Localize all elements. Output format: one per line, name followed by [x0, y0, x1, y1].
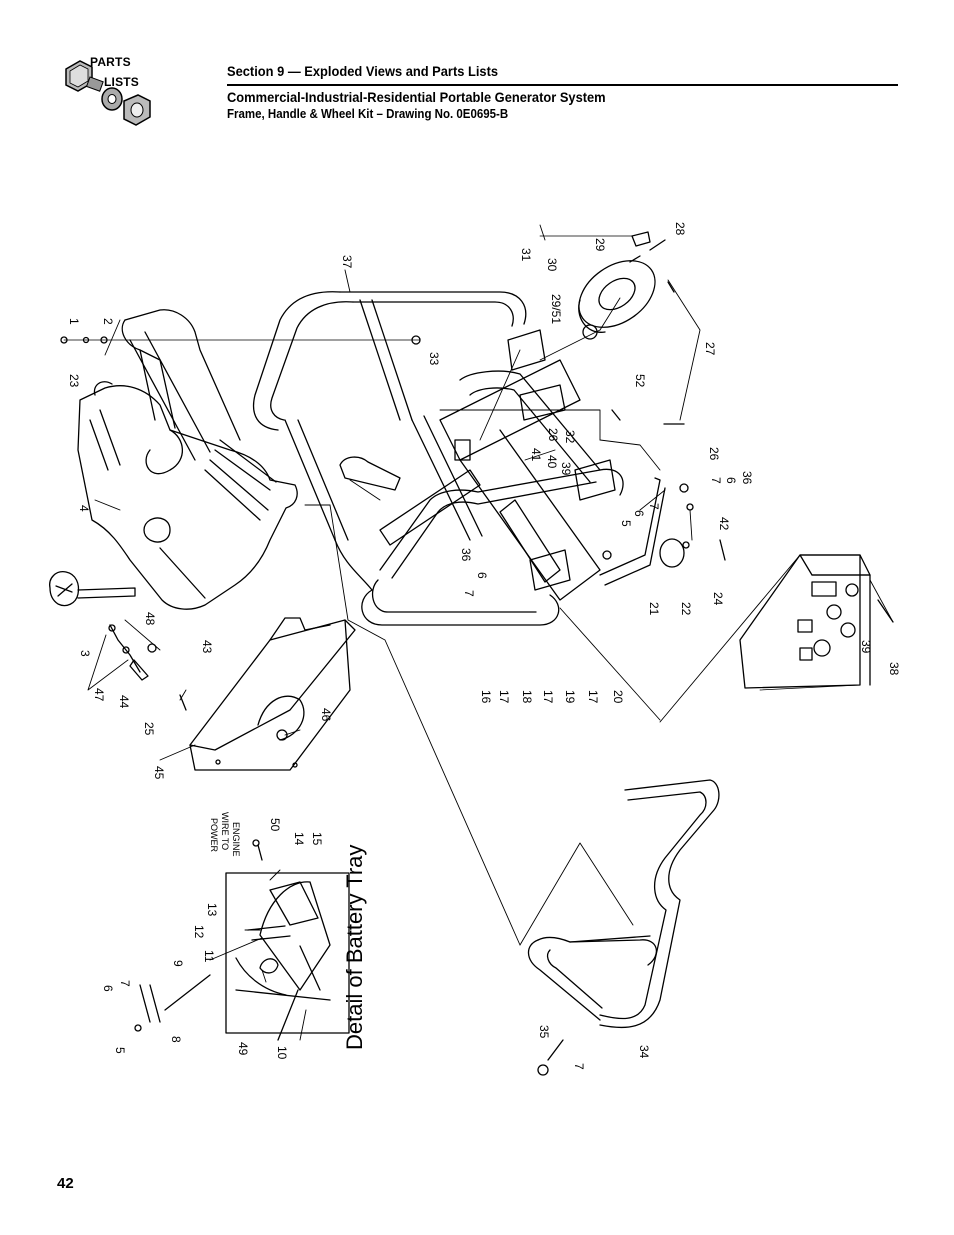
- callout-47: 47: [92, 688, 106, 702]
- callout-10: 10: [275, 1046, 289, 1060]
- callout-13: 13: [205, 903, 219, 917]
- power-note-line-2: WIRE TO: [220, 812, 230, 850]
- callout-6-a: 6: [724, 477, 738, 484]
- callout-6-b: 6: [632, 510, 646, 517]
- callout-11: 11: [202, 950, 216, 963]
- callout-20: 20: [611, 690, 625, 704]
- callout-44: 44: [117, 695, 131, 709]
- mount-foot: [599, 477, 726, 586]
- callout-42: 42: [717, 517, 731, 531]
- power-note-line-1: POWER: [209, 818, 219, 853]
- callout-17-c: 17: [586, 690, 600, 704]
- parts-lists-logo: PARTS LISTS: [60, 55, 160, 135]
- callout-17-b: 17: [541, 690, 555, 704]
- callout-7-d: 7: [118, 980, 132, 987]
- callout-28: 28: [673, 222, 687, 236]
- callout-22: 22: [679, 602, 693, 616]
- callout-15: 15: [310, 832, 324, 846]
- callout-17-a: 17: [497, 690, 511, 704]
- callout-29: 29: [593, 238, 607, 252]
- tank-fittings: [60, 335, 421, 711]
- callout-27: 27: [703, 342, 717, 356]
- callout-3: 3: [78, 650, 92, 657]
- document-subtitle: Frame, Handle & Wheel Kit – Drawing No. …: [227, 107, 509, 121]
- detail-title: Detail of Battery Tray: [342, 845, 367, 1050]
- callout-21: 21: [647, 602, 661, 616]
- callout-2: 2: [101, 318, 115, 325]
- callout-36-a: 36: [740, 471, 754, 485]
- page-number: 42: [57, 1175, 74, 1192]
- nut-bolt-washer-icon: [65, 60, 151, 126]
- callout-14: 14: [292, 832, 306, 846]
- callout-50: 50: [268, 818, 282, 832]
- callout-7-a: 7: [709, 477, 723, 484]
- callout-18: 18: [520, 690, 534, 704]
- callout-25: 25: [142, 722, 156, 736]
- callout-43: 43: [200, 640, 214, 654]
- callout-52: 52: [633, 374, 647, 388]
- callout-29-51: 29/51: [549, 294, 563, 324]
- callout-12: 12: [192, 925, 206, 939]
- callout-30: 30: [545, 258, 559, 272]
- document-title: Commercial-Industrial-Residential Portab…: [227, 89, 606, 105]
- wheel-assembly: [539, 231, 685, 425]
- callout-19: 19: [563, 690, 577, 704]
- callout-37: 37: [340, 255, 354, 269]
- fuel-tank: [77, 309, 298, 610]
- callout-36-b: 36: [459, 548, 473, 562]
- callout-9: 9: [171, 960, 185, 967]
- frame-rails: [339, 329, 616, 601]
- callout-40: 40: [545, 455, 559, 469]
- section-title: Section 9 — Exploded Views and Parts Lis…: [227, 63, 499, 79]
- battery-detail: [134, 839, 350, 1041]
- handle: [527, 779, 720, 1076]
- callout-48: 48: [143, 612, 157, 626]
- callout-6-d: 6: [101, 985, 115, 992]
- callout-49: 49: [236, 1042, 250, 1056]
- leader-lines: [87, 224, 894, 1041]
- callout-46: 46: [319, 708, 333, 722]
- control-panel: [739, 554, 894, 691]
- power-wire-note: POWER WIRE TO ENGINE: [209, 812, 241, 857]
- callout-7-c: 7: [462, 590, 476, 597]
- callout-32: 32: [563, 430, 577, 444]
- callout-1: 1: [67, 318, 81, 325]
- callouts: 1 2 23 4 37 33 31 30 29 28 29/51 27 52 2…: [67, 222, 901, 1070]
- callout-45: 45: [152, 766, 166, 780]
- callout-8: 8: [169, 1036, 183, 1043]
- callout-7-e: 7: [572, 1063, 586, 1070]
- callout-23: 23: [67, 374, 81, 388]
- callout-24: 24: [711, 592, 725, 606]
- header-rule: [227, 84, 898, 86]
- power-note-line-3: ENGINE: [231, 822, 241, 857]
- callout-41: 41: [529, 448, 543, 462]
- main-frame: [253, 291, 624, 626]
- callout-34: 34: [637, 1045, 651, 1059]
- callout-26-a: 26: [546, 428, 560, 442]
- callout-31: 31: [519, 248, 533, 262]
- callout-26-b: 26: [707, 447, 721, 461]
- callout-33: 33: [427, 352, 441, 366]
- callout-5-b: 5: [113, 1047, 127, 1054]
- logo-word-lists: LISTS: [104, 75, 140, 89]
- callout-16: 16: [479, 690, 493, 704]
- callout-35: 35: [537, 1025, 551, 1039]
- callout-39-a: 39: [559, 462, 573, 476]
- callout-38: 38: [887, 662, 901, 676]
- callout-6-c: 6: [475, 572, 489, 579]
- callout-7-b: 7: [647, 503, 661, 510]
- callout-5-a: 5: [619, 520, 633, 527]
- fuel-cap: [49, 571, 136, 607]
- callout-39-b: 39: [859, 640, 873, 654]
- callout-4: 4: [77, 505, 91, 512]
- logo-word-parts: PARTS: [90, 55, 131, 69]
